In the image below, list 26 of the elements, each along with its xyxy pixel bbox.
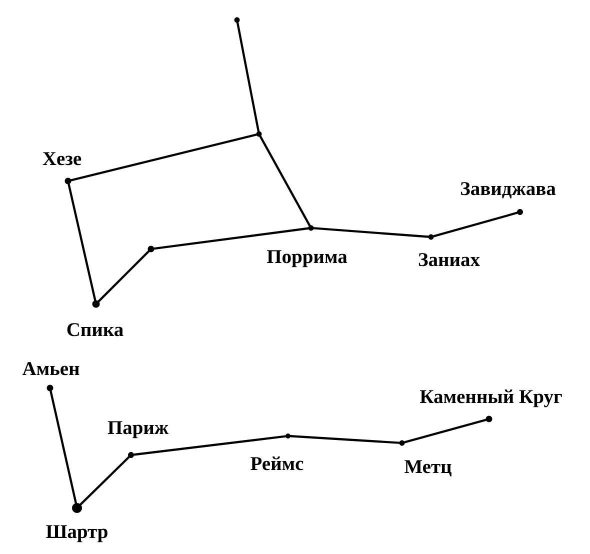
city-label: Реймс <box>250 456 304 470</box>
star-label: Хезе <box>42 152 82 166</box>
city-dot <box>72 502 82 513</box>
connecting-line <box>312 227 430 238</box>
city-label: Каменный Круг <box>420 390 562 408</box>
connecting-line <box>236 22 260 132</box>
star-label: Завиджава <box>460 182 556 198</box>
connecting-line <box>290 435 400 444</box>
city-label: Шартр <box>46 525 108 542</box>
connecting-line <box>70 134 258 182</box>
connecting-line <box>80 456 130 506</box>
star-dot <box>92 300 100 308</box>
city-label: Метц <box>404 460 452 476</box>
connecting-line <box>153 227 310 250</box>
connecting-line <box>432 212 518 238</box>
city-label: Амьен <box>22 362 80 376</box>
star-label: Поррима <box>267 250 348 268</box>
connecting-line <box>133 435 286 456</box>
star-label: Спика <box>67 323 124 336</box>
connecting-line <box>68 183 96 302</box>
star-label: Заниах <box>418 253 480 266</box>
connecting-line <box>404 418 487 444</box>
connecting-line <box>50 390 77 504</box>
city-label: Париж <box>108 421 168 438</box>
connecting-line <box>259 135 311 226</box>
connecting-line <box>98 250 150 302</box>
